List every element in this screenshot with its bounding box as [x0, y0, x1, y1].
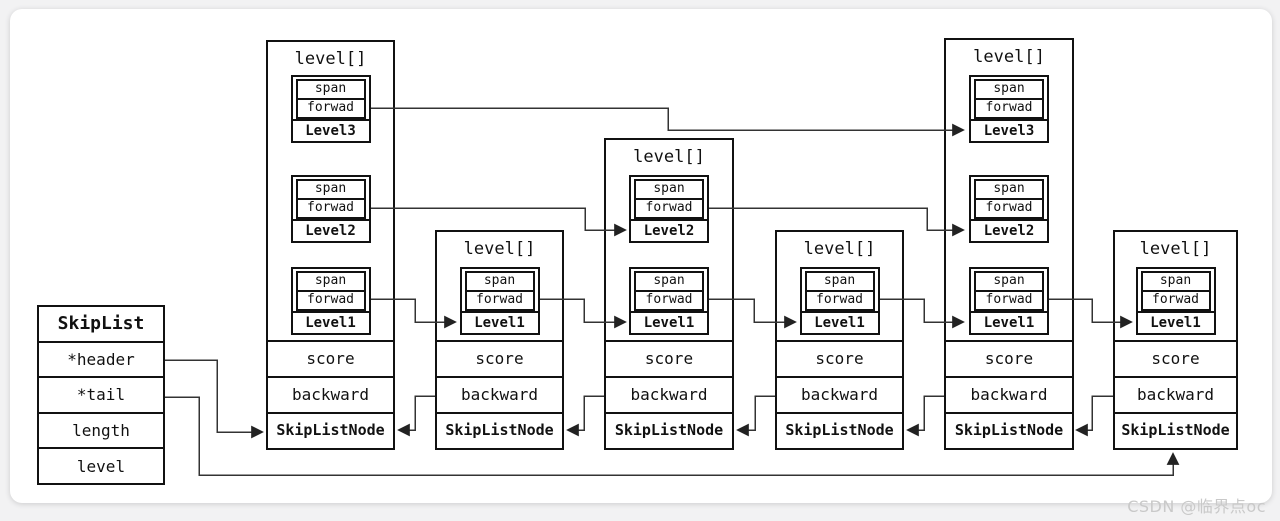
node-tail: level[] span forwad Level1 score backwar…: [1113, 230, 1238, 450]
node-rows: score backward SkipListNode: [1115, 340, 1236, 448]
score-row: score: [946, 340, 1072, 376]
level-label: Level1: [1137, 311, 1214, 333]
csdn-watermark: CSDN @临界点oc: [1127, 497, 1266, 516]
level-label: Level1: [971, 311, 1047, 333]
forward-cell: forwad: [295, 290, 366, 311]
level-label: Level1: [461, 311, 538, 333]
forward-cell: forwad: [974, 290, 1044, 311]
span-cell: span: [295, 79, 366, 100]
span-cell: span: [1140, 271, 1211, 292]
slot-level1: span forwad Level1: [969, 267, 1049, 335]
span-cell: span: [634, 271, 704, 292]
slot-level3: span forwad Level3: [969, 75, 1049, 143]
span-cell: span: [464, 271, 535, 292]
field-level: level: [39, 447, 163, 483]
level-label: Level2: [292, 219, 369, 241]
level-label: Level3: [971, 119, 1047, 141]
type-row: SkipListNode: [268, 412, 393, 448]
node-rows: score backward SkipListNode: [268, 340, 393, 448]
type-row: SkipListNode: [777, 412, 902, 448]
score-row: score: [777, 340, 902, 376]
type-row: SkipListNode: [946, 412, 1072, 448]
level-array-title: level[]: [633, 147, 705, 167]
slot-level2: span forwad Level2: [290, 175, 371, 243]
node-header: level[] span forwad Level3 span forwad L…: [266, 40, 395, 450]
slot-level3: span forwad Level3: [290, 75, 371, 143]
backward-row: backward: [268, 376, 393, 412]
forward-cell: forwad: [804, 290, 875, 311]
node-rows: score backward SkipListNode: [606, 340, 732, 448]
field-header: *header: [39, 340, 163, 377]
level-label: Level2: [631, 219, 707, 241]
level-array-title: level[]: [973, 47, 1045, 67]
span-cell: span: [974, 179, 1044, 200]
span-cell: span: [295, 179, 366, 200]
skiplist-title: SkipList: [57, 313, 145, 335]
slot-level1: span forwad Level1: [459, 267, 540, 335]
level-array-title: level[]: [803, 239, 876, 259]
skiplist-struct-box: SkipList *header *tail length level: [37, 305, 165, 485]
node-5: level[] span forwad Level3 span forwad L…: [944, 38, 1074, 450]
score-row: score: [437, 340, 562, 376]
forward-cell: forwad: [295, 98, 366, 119]
field-tail: *tail: [39, 376, 163, 412]
span-cell: span: [804, 271, 875, 292]
level-array-title: level[]: [294, 49, 367, 69]
slot-level1: span forwad Level1: [290, 267, 371, 335]
forward-cell: forwad: [634, 198, 704, 219]
backward-row: backward: [946, 376, 1072, 412]
slot-level1: span forwad Level1: [629, 267, 709, 335]
backward-row: backward: [1115, 376, 1236, 412]
level-label: Level2: [971, 219, 1047, 241]
span-cell: span: [974, 271, 1044, 292]
node-rows: score backward SkipListNode: [777, 340, 902, 448]
level-label: Level1: [292, 311, 369, 333]
forward-cell: forwad: [974, 98, 1044, 119]
node-2: level[] span forwad Level1 score backwar…: [435, 230, 564, 450]
level-array-title: level[]: [463, 239, 536, 259]
node-3: level[] span forwad Level2 span forwad L…: [604, 138, 734, 450]
slot-level2: span forwad Level2: [969, 175, 1049, 243]
forward-cell: forwad: [634, 290, 704, 311]
forward-cell: forwad: [295, 198, 366, 219]
backward-row: backward: [777, 376, 902, 412]
type-row: SkipListNode: [606, 412, 732, 448]
node-rows: score backward SkipListNode: [946, 340, 1072, 448]
node-rows: score backward SkipListNode: [437, 340, 562, 448]
backward-row: backward: [437, 376, 562, 412]
slot-level1: span forwad Level1: [799, 267, 880, 335]
forward-cell: forwad: [974, 198, 1044, 219]
slot-level1: span forwad Level1: [1135, 267, 1216, 335]
slot-level2: span forwad Level2: [629, 175, 709, 243]
forward-cell: forwad: [1140, 290, 1211, 311]
backward-row: backward: [606, 376, 732, 412]
span-cell: span: [295, 271, 366, 292]
type-row: SkipListNode: [437, 412, 562, 448]
field-length: length: [39, 411, 163, 448]
score-row: score: [606, 340, 732, 376]
level-label: Level1: [801, 311, 878, 333]
score-row: score: [268, 340, 393, 376]
level-array-title: level[]: [1139, 239, 1212, 259]
level-label: Level3: [292, 119, 369, 141]
type-row: SkipListNode: [1115, 412, 1236, 448]
score-row: score: [1115, 340, 1236, 376]
span-cell: span: [974, 79, 1044, 100]
level-label: Level1: [631, 311, 707, 333]
span-cell: span: [634, 179, 704, 200]
forward-cell: forwad: [464, 290, 535, 311]
node-4: level[] span forwad Level1 score backwar…: [775, 230, 904, 450]
